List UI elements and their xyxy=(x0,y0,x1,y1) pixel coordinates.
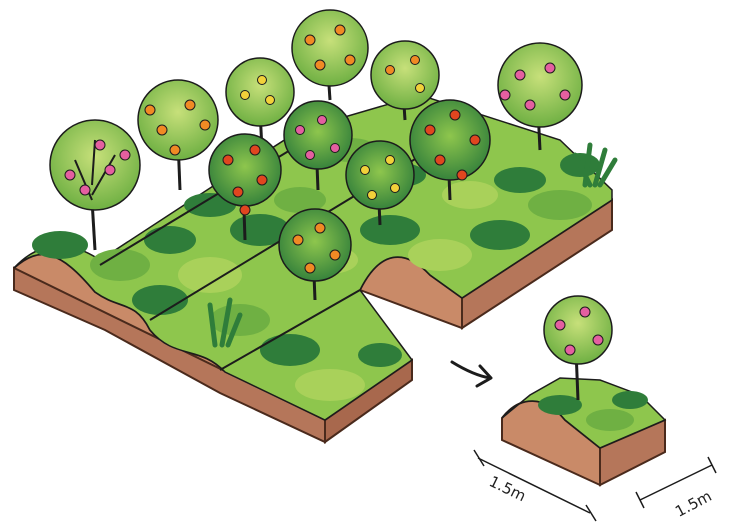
width-label: 1.5m xyxy=(486,472,528,505)
tree-orange-1 xyxy=(138,80,218,190)
large-garden-bed xyxy=(14,10,615,442)
depth-label: 1.5m xyxy=(672,487,714,521)
small-garden-plot xyxy=(502,296,665,485)
tree-orange-top xyxy=(292,10,368,100)
tree-pink-left xyxy=(50,120,140,250)
dimension-depth: 1.5m xyxy=(636,457,716,521)
arrow-right-icon xyxy=(452,362,491,386)
